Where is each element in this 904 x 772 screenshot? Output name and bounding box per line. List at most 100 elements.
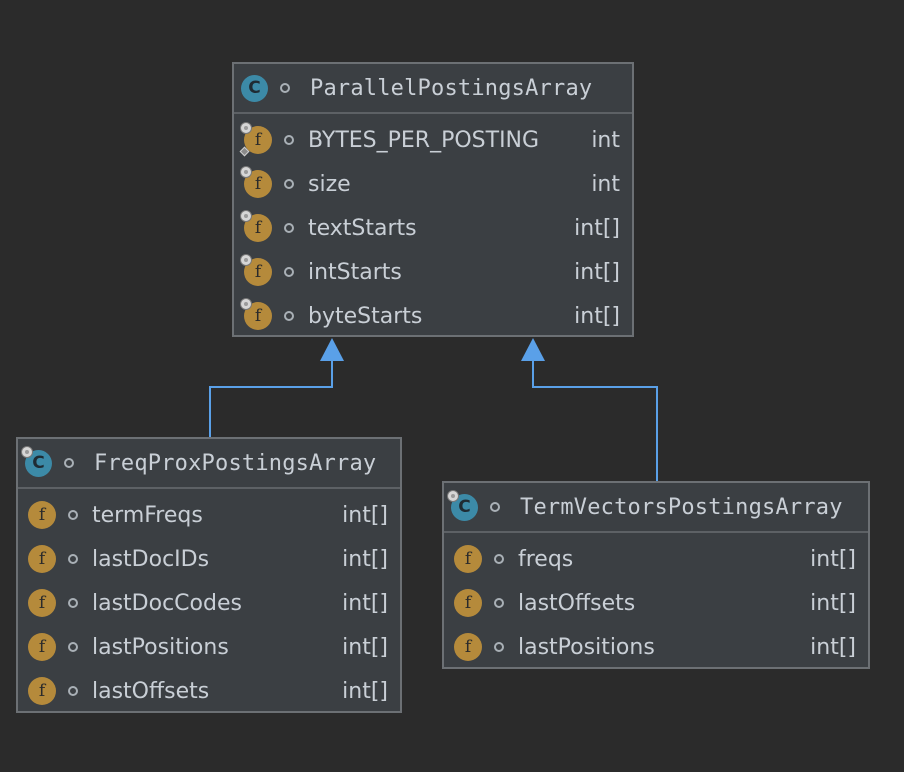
static-icon <box>240 298 252 310</box>
field-icon: f <box>28 501 56 529</box>
field-row[interactable]: f freqs int[] <box>444 537 868 581</box>
field-icon-letter: f <box>254 218 262 238</box>
field-icon: f <box>240 210 272 242</box>
field-name: intStarts <box>308 259 402 285</box>
field-icon-letter: f <box>464 637 472 657</box>
field-type: int <box>591 171 620 197</box>
visibility-icon <box>284 135 294 145</box>
class-header: C FreqProxPostingsArray <box>18 439 400 489</box>
visibility-icon <box>68 642 78 652</box>
visibility-icon <box>68 554 78 564</box>
edge-freq-to-parent <box>209 360 333 437</box>
field-icon: f <box>28 589 56 617</box>
static-icon <box>447 489 459 502</box>
visibility-icon <box>68 686 78 696</box>
arrowhead-termvec <box>521 338 545 361</box>
static-icon <box>240 210 252 222</box>
field-icon-letter: f <box>38 549 46 569</box>
class-box-term-vectors-postings-array[interactable]: C TermVectorsPostingsArray f freqs int[]… <box>442 481 870 669</box>
field-type: int[] <box>810 634 856 660</box>
visibility-icon <box>494 598 504 608</box>
field-list: f termFreqs int[] f lastDocIDs int[] f l… <box>18 489 400 713</box>
field-type: int[] <box>574 259 620 285</box>
class-header: C TermVectorsPostingsArray <box>444 483 868 533</box>
final-icon <box>239 146 250 157</box>
field-row[interactable]: f lastDocIDs int[] <box>18 537 400 581</box>
class-icon-letter: C <box>458 497 471 517</box>
visibility-icon <box>284 179 294 189</box>
field-name: lastDocIDs <box>92 546 210 572</box>
field-name: lastDocCodes <box>92 590 242 616</box>
field-name: lastPositions <box>92 634 229 660</box>
field-type: int[] <box>342 590 388 616</box>
field-type: int[] <box>342 546 388 572</box>
class-icon: C <box>447 489 478 521</box>
field-icon: f <box>454 633 482 661</box>
visibility-icon <box>284 311 294 321</box>
field-row[interactable]: f lastPositions int[] <box>444 625 868 669</box>
class-icon: C <box>241 74 268 102</box>
class-name: TermVectorsPostingsArray <box>520 494 843 520</box>
field-type: int[] <box>574 303 620 329</box>
field-icon-letter: f <box>464 549 472 569</box>
field-list: f freqs int[] f lastOffsets int[] f last… <box>444 533 868 669</box>
field-icon-letter: f <box>38 637 46 657</box>
field-icon: f <box>240 254 272 286</box>
field-type: int[] <box>342 502 388 528</box>
class-header: C ParallelPostingsArray <box>234 64 632 114</box>
visibility-icon <box>494 554 504 564</box>
visibility-icon <box>68 510 78 520</box>
visibility-icon <box>494 642 504 652</box>
field-row[interactable]: f BYTES_PER_POSTING int <box>234 118 632 162</box>
field-type: int[] <box>342 634 388 660</box>
field-name: lastOffsets <box>518 590 636 616</box>
field-icon: f <box>240 298 272 330</box>
visibility-icon <box>490 502 500 512</box>
class-name: FreqProxPostingsArray <box>94 450 377 476</box>
class-box-parallel-postings-array[interactable]: C ParallelPostingsArray f BYTES_PER_POST… <box>232 62 634 337</box>
field-name: lastPositions <box>518 634 655 660</box>
field-icon: f <box>454 545 482 573</box>
field-icon: f <box>28 633 56 661</box>
arrowhead-freq <box>320 338 344 361</box>
field-list: f BYTES_PER_POSTING int f size int f tex… <box>234 114 632 338</box>
class-box-freq-prox-postings-array[interactable]: C FreqProxPostingsArray f termFreqs int[… <box>16 437 402 713</box>
field-icon-letter: f <box>254 130 262 150</box>
field-name: lastOffsets <box>92 678 210 704</box>
field-row[interactable]: f textStarts int[] <box>234 206 632 250</box>
field-name: size <box>308 171 351 197</box>
field-row[interactable]: f lastPositions int[] <box>18 625 400 669</box>
field-icon-letter: f <box>254 306 262 326</box>
field-icon: f <box>239 122 272 157</box>
visibility-icon <box>284 223 294 233</box>
field-icon-letter: f <box>38 681 46 701</box>
field-icon-letter: f <box>38 505 46 525</box>
field-row[interactable]: f lastOffsets int[] <box>444 581 868 625</box>
field-name: termFreqs <box>92 502 203 528</box>
field-row[interactable]: f intStarts int[] <box>234 250 632 294</box>
edge-termvec-to-parent <box>532 360 658 481</box>
field-row[interactable]: f byteStarts int[] <box>234 294 632 338</box>
field-icon: f <box>28 677 56 705</box>
field-icon-letter: f <box>464 593 472 613</box>
static-icon <box>240 166 252 178</box>
visibility-icon <box>284 267 294 277</box>
visibility-icon <box>68 598 78 608</box>
field-name: BYTES_PER_POSTING <box>308 127 540 153</box>
static-icon <box>240 122 252 134</box>
field-type: int[] <box>574 215 620 241</box>
visibility-icon <box>280 83 290 93</box>
field-icon-letter: f <box>254 174 262 194</box>
field-type: int[] <box>810 546 856 572</box>
field-row[interactable]: f lastOffsets int[] <box>18 669 400 713</box>
field-icon-letter: f <box>254 262 262 282</box>
field-name: freqs <box>518 546 574 572</box>
field-type: int <box>591 127 620 153</box>
static-icon <box>240 254 252 266</box>
field-row[interactable]: f lastDocCodes int[] <box>18 581 400 625</box>
field-row[interactable]: f size int <box>234 162 632 206</box>
field-row[interactable]: f termFreqs int[] <box>18 493 400 537</box>
field-icon: f <box>454 589 482 617</box>
class-icon: C <box>21 445 52 477</box>
